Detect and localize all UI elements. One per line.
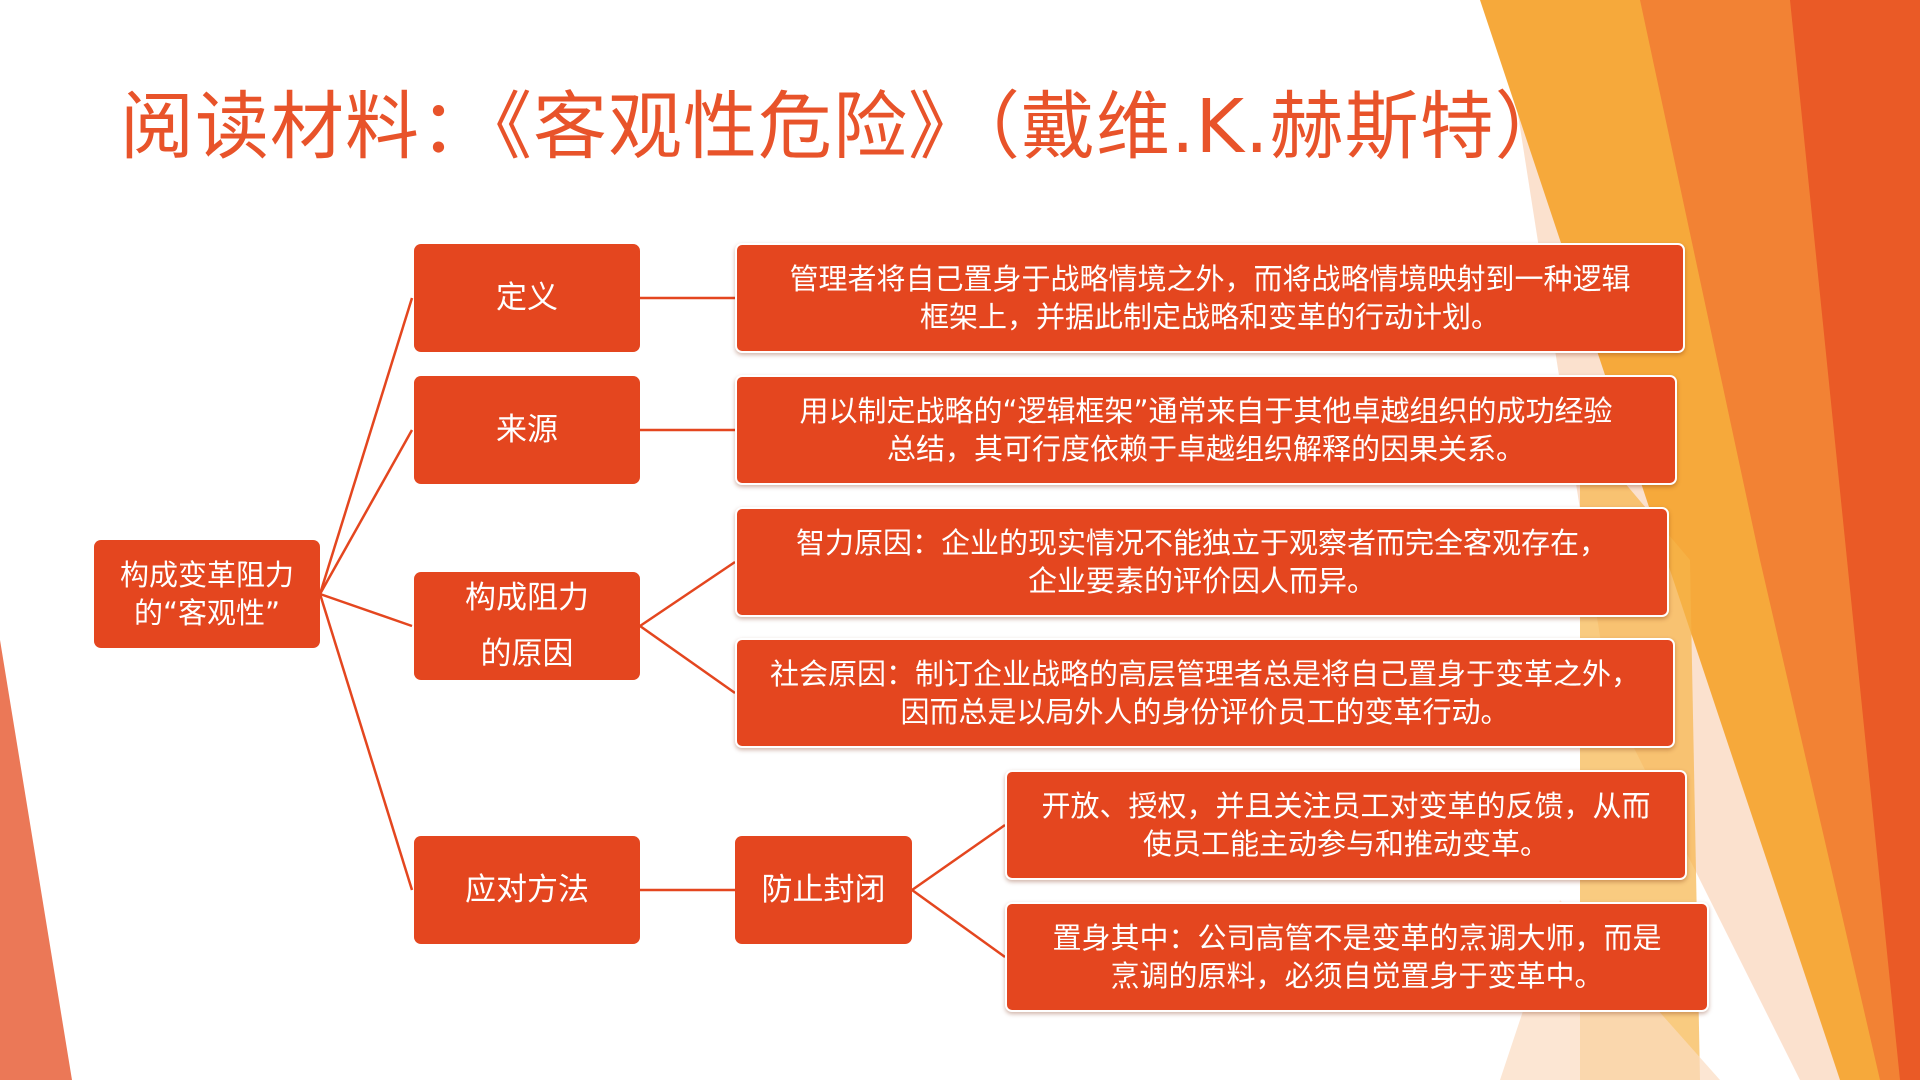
detail-source: 用以制定战略的“逻辑框架”通常来自于其他卓越组织的成功经验 总结，其可行度依赖于… [735,375,1677,485]
detail-definition: 管理者将自己置身于战略情境之外，而将战略情境映射到一种逻辑 框架上，并据此制定战… [735,243,1685,353]
root-node-line-1: 构成变革阻力 [119,558,294,592]
root-node-line-2: 的“客观性” [133,596,281,630]
category-response-label: 应对方法 [465,872,589,908]
detail-immersion: 置身其中：公司高管不是变革的烹调大师，而是 烹调的原料，必须自觉置身于变革中。 [1005,902,1709,1012]
category-cause-line-2: 的原因 [480,636,574,672]
category-cause: 构成阻力 的原因 [414,572,640,680]
deco-right-dark [1790,0,1920,1080]
category-definition-label: 定义 [496,280,558,316]
category-prevent-closure: 防止封闭 [735,836,912,944]
category-response: 应对方法 [414,836,640,944]
root-node-objectivity: 构成变革阻力 的“客观性” [94,540,320,648]
deco-left-sliver [0,640,72,1080]
category-source-label: 来源 [496,412,558,448]
category-cause-line-1: 构成阻力 [465,580,589,616]
category-prevent-closure-label: 防止封闭 [761,872,886,908]
detail-social-cause: 社会原因：制订企业战略的高层管理者总是将自己置身于变革之外， 因而总是以局外人的… [735,638,1675,748]
detail-openness: 开放、授权，并且关注员工对变革的反馈，从而 使员工能主动参与和推动变革。 [1005,770,1687,880]
page-title: 阅读材料：《客观性危险》（戴维.K.赫斯特） [120,84,1570,170]
detail-intellectual-cause: 智力原因：企业的现实情况不能独立于观察者而完全客观存在， 企业要素的评价因人而异… [735,507,1669,617]
category-source: 来源 [414,376,640,484]
category-definition: 定义 [414,244,640,352]
